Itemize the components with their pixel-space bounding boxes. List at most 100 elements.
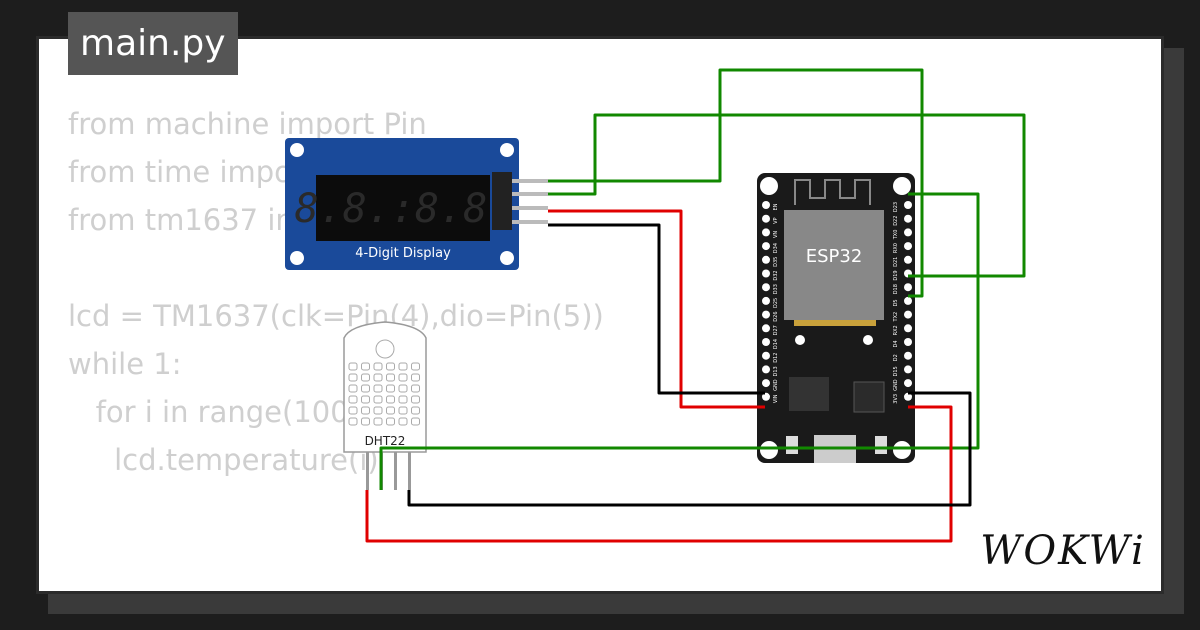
grille-slot [373,417,383,426]
pin-label: D15 [893,366,899,376]
left-pin-gnd[interactable] [762,379,770,388]
dht22-grille [348,362,420,426]
right-pin-rx2[interactable] [904,324,912,333]
left-pin-d26[interactable] [762,310,770,319]
grille-slot [348,406,358,415]
wire-dht-data[interactable] [379,192,980,490]
left-pin-d32[interactable] [762,269,770,278]
left-pin-d27[interactable] [762,324,770,333]
pin-label: D12 [773,353,779,363]
right-pin-d22[interactable] [904,214,912,223]
pin-label: VN [773,231,779,238]
grille-slot [411,373,420,382]
boot-button[interactable] [875,436,887,454]
mount-hole-icon [795,335,805,345]
wire-dht-vcc[interactable] [365,405,953,543]
left-pin-vin[interactable] [762,392,770,401]
left-pin-d34[interactable] [762,242,770,251]
dht-pin-vcc[interactable] [366,452,369,490]
right-pin-rx0[interactable] [904,242,912,251]
right-pin-d23[interactable] [904,201,912,209]
grille-slot [398,417,408,426]
left-pin-vp[interactable] [762,214,770,223]
grille-slot [386,362,395,371]
left-pin-en[interactable] [762,201,770,209]
wire-display-gnd[interactable] [548,223,765,395]
grille-slot [373,406,383,415]
grille-slot [361,406,370,415]
display-window [316,175,490,241]
right-pin-d2[interactable] [904,351,912,360]
grille-slot [411,406,420,415]
file-tab[interactable]: main.py [68,12,238,75]
left-pin-vn[interactable] [762,228,770,237]
pin-label: D4 [893,340,899,347]
left-pin-d12[interactable] [762,351,770,360]
grille-slot [373,373,383,382]
wire-clk[interactable] [548,68,924,298]
pin-label: EN [773,203,779,210]
grille-slot [361,384,370,393]
dht22-label: DHT22 [365,434,406,448]
code-line: from machine import Pin [68,107,427,141]
dht22-sensor[interactable]: DHT22 [343,321,427,490]
esp32-board[interactable]: ESP32 ENVPVND34D35D32D33D25D26D27D14D12D… [757,173,915,463]
pin-label: VP [773,217,779,223]
pin-dio[interactable] [512,192,548,196]
pin-label: D21 [893,257,899,267]
wires [365,68,1026,543]
right-pin-gnd[interactable] [904,379,912,388]
pin-label: D22 [893,216,899,226]
pin-label: GND [773,379,779,391]
mount-hole-icon [290,251,304,265]
pin-clk[interactable] [512,179,548,183]
code-line: for i in range(100): [68,395,370,429]
wire-dht-gnd[interactable] [407,391,972,507]
right-pin-tx0[interactable] [904,228,912,237]
grille-slot [386,384,395,393]
code-line: lcd.temperature(i) [68,443,379,477]
pin-label: TX0 [893,230,899,241]
grille-slot [411,395,420,404]
left-pin-d25[interactable] [762,296,770,305]
pin-label: D35 [773,257,779,267]
mount-hole-icon [500,251,514,265]
left-pin-d33[interactable] [762,283,770,292]
seven-segment-display[interactable]: 8.8.:8.8. 4-Digit Display [285,138,548,270]
display-header [492,172,512,230]
left-pin-d14[interactable] [762,338,770,346]
right-pin-d4[interactable] [904,338,912,346]
pin-vcc[interactable] [512,206,548,210]
antenna-trace-icon [794,179,871,205]
grille-slot [373,362,383,371]
grille-slot [386,417,395,426]
grille-slot [361,362,370,371]
right-pin-3v3[interactable] [904,392,912,401]
module-castellations [794,320,876,326]
pin-label: GND [893,379,899,391]
esp32-module [784,210,884,320]
en-button[interactable] [786,436,798,454]
pin-gnd[interactable] [512,220,548,224]
grille-slot [411,384,420,393]
dht-pin-nc[interactable] [394,452,397,490]
pin-label: D33 [773,284,779,294]
grille-slot [398,395,408,404]
right-pin-d21[interactable] [904,255,912,264]
right-pin-tx2[interactable] [904,310,912,319]
grille-slot [361,373,370,382]
grille-slot [373,384,383,393]
right-pin-d18[interactable] [904,283,912,292]
pin-label: TX2 [893,312,899,323]
wire-dio[interactable] [548,113,1026,278]
dht-pin-gnd[interactable] [408,452,411,490]
right-pin-d15[interactable] [904,365,912,374]
wire-display-vcc[interactable] [548,209,765,409]
pin-label: D23 [893,202,899,212]
grille-slot [398,373,408,382]
left-pin-d35[interactable] [762,255,770,264]
right-pin-d5[interactable] [904,296,912,305]
grille-slot [386,406,395,415]
left-pin-d13[interactable] [762,365,770,374]
